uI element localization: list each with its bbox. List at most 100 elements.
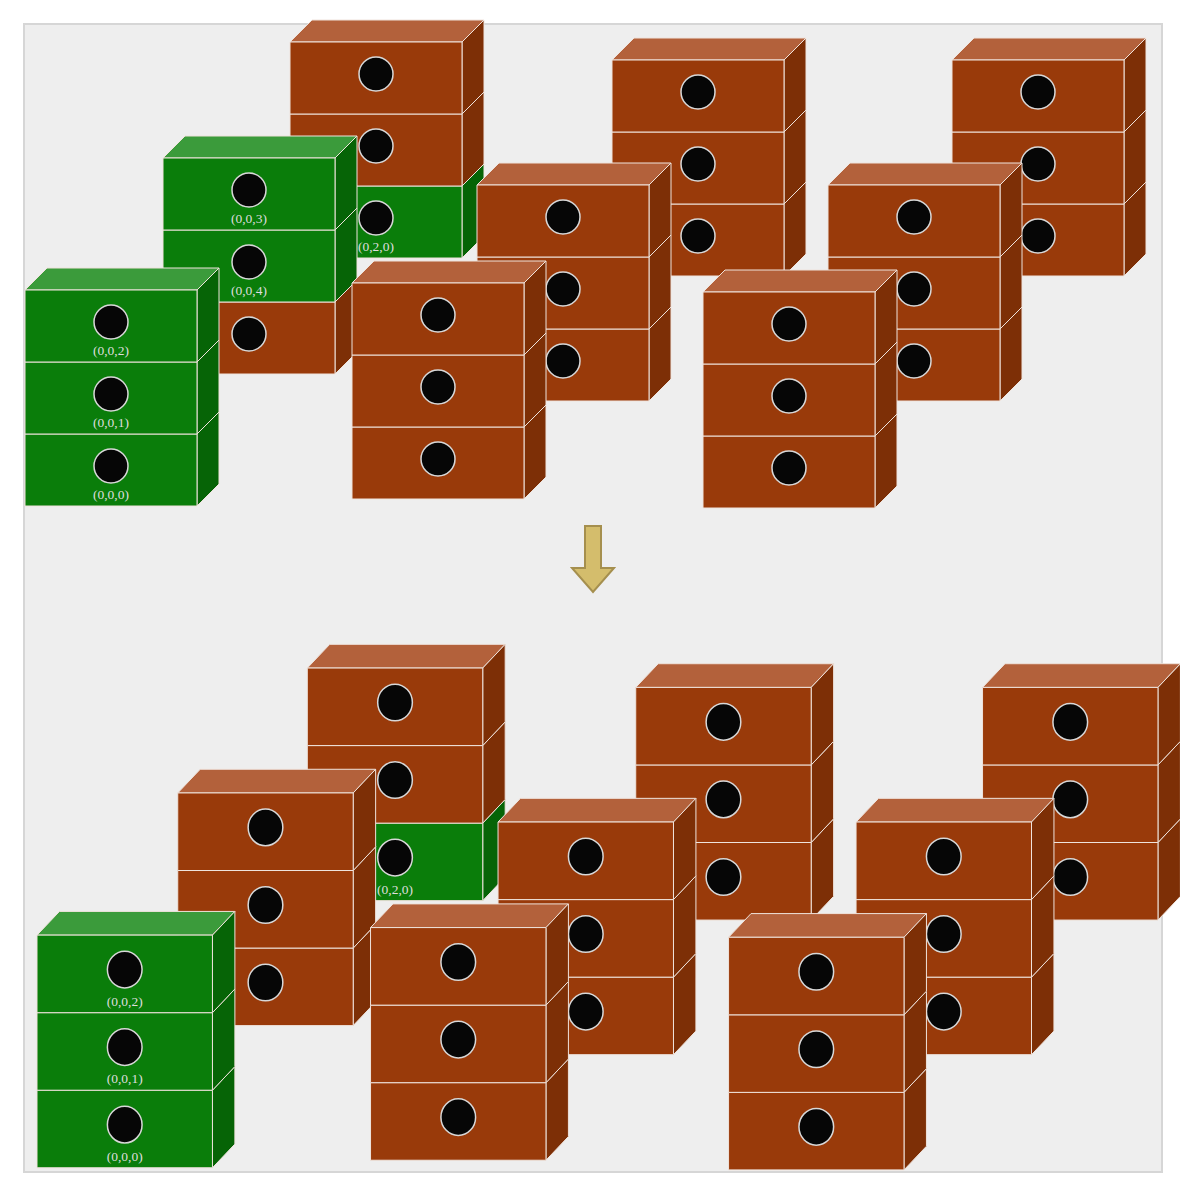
cube-top <box>703 270 897 292</box>
cube-front <box>703 292 875 364</box>
cube-hole <box>378 839 413 876</box>
green-cube <box>25 268 219 362</box>
brown-cube <box>307 644 505 745</box>
cube-top <box>729 914 927 938</box>
brown-cube <box>729 914 927 1015</box>
cube-top <box>25 268 219 290</box>
cube-front <box>37 935 212 1013</box>
cube-hole <box>706 781 741 818</box>
cube-hole <box>926 838 961 875</box>
cube-face: (0,0,0) <box>37 1090 212 1168</box>
brown-cube <box>612 38 806 132</box>
cube-front <box>703 436 875 508</box>
cube-hole <box>926 916 961 953</box>
cube-front <box>636 687 811 765</box>
brown-cube <box>828 163 1022 257</box>
cube-hole <box>772 451 806 485</box>
cube-hole <box>248 809 283 846</box>
cube-top <box>856 798 1054 822</box>
cube-side <box>197 268 219 362</box>
cube-front <box>371 928 546 1006</box>
coordinate-label: (0,0,2) <box>25 343 197 359</box>
cube-hole <box>421 370 455 404</box>
cube-top <box>983 664 1180 688</box>
cube-side <box>335 136 357 230</box>
cube-face: (0,0,1) <box>25 362 197 434</box>
cube-front <box>371 1083 546 1161</box>
cube-hole <box>359 129 393 163</box>
panel-ground <box>24 24 1162 1172</box>
cube-top <box>178 769 376 793</box>
brown-cube <box>952 38 1146 132</box>
cube-hole <box>232 317 266 351</box>
brown-cube <box>290 20 484 114</box>
cube-side <box>904 914 926 1015</box>
cube-side <box>649 163 671 257</box>
coordinate-label: (0,0,2) <box>37 994 212 1010</box>
brown-cube <box>983 664 1180 765</box>
cube-side <box>483 644 505 745</box>
cube-front <box>952 60 1124 132</box>
cube-hole <box>94 449 128 483</box>
cube-face: (0,0,2) <box>25 290 197 362</box>
cube-hole <box>1053 781 1088 818</box>
cube-front <box>352 283 524 355</box>
cube-hole <box>359 201 393 235</box>
cube-hole <box>1021 147 1055 181</box>
cube-face: (0,2,0) <box>290 186 462 258</box>
cube-top <box>477 163 671 185</box>
cube-hole <box>359 57 393 91</box>
cube-front <box>498 822 673 900</box>
cube-hole <box>248 887 283 924</box>
cube-hole <box>681 219 715 253</box>
brown-cube <box>703 270 897 364</box>
cube-hole <box>94 305 128 339</box>
cube-hole <box>546 200 580 234</box>
cube-hole <box>568 993 603 1030</box>
cube-hole <box>107 1029 142 1066</box>
cube-hole <box>94 377 128 411</box>
coordinate-label: (0,0,1) <box>37 1071 212 1087</box>
green-cube <box>163 136 357 230</box>
cube-hole <box>421 298 455 332</box>
cube-hole <box>421 442 455 476</box>
coordinate-label: (0,2,0) <box>307 882 482 898</box>
cube-hole <box>681 75 715 109</box>
brown-cube <box>352 261 546 355</box>
cube-side <box>353 769 375 870</box>
cube-front <box>729 937 904 1015</box>
cube-top <box>952 38 1146 60</box>
cube-front <box>307 668 482 746</box>
cube-front <box>729 1092 904 1170</box>
coordinate-label: (0,0,0) <box>37 1149 212 1165</box>
cube-hole <box>1021 219 1055 253</box>
cube-hole <box>897 272 931 306</box>
cube-hole <box>248 964 283 1001</box>
cube-hole <box>546 344 580 378</box>
cube-front <box>290 42 462 114</box>
cube-front <box>37 1013 212 1091</box>
cube-hole <box>107 951 142 988</box>
cube-top <box>290 20 484 42</box>
cube-hole <box>681 147 715 181</box>
cube-side <box>524 261 546 355</box>
cube-top <box>612 38 806 60</box>
cube-hole <box>546 272 580 306</box>
cube-face: (0,0,1) <box>37 1013 212 1091</box>
cube-top <box>498 798 696 822</box>
cube-top <box>828 163 1022 185</box>
cube-side <box>673 798 695 899</box>
cube-hole <box>799 1031 834 1068</box>
cube-hole <box>568 838 603 875</box>
cube-hole <box>568 916 603 953</box>
cube-group <box>37 644 1180 1170</box>
cube-front <box>352 355 524 427</box>
cube-hole <box>799 953 834 990</box>
cube-side <box>462 20 484 114</box>
cube-hole <box>772 307 806 341</box>
cube-front <box>729 1015 904 1093</box>
